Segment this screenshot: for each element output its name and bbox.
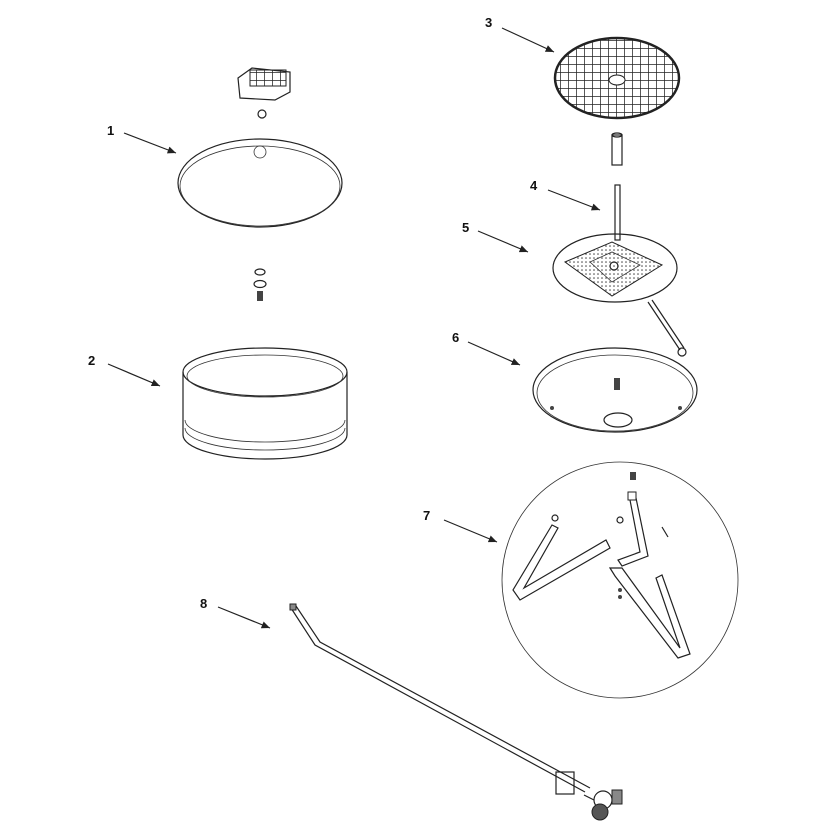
part-label-5: 5 xyxy=(462,220,469,235)
leg-assembly-icon xyxy=(512,472,691,659)
part-3-cooking-grate: 3 xyxy=(485,15,681,166)
leader-arrow-8 xyxy=(217,606,271,629)
part-5-burner-plate: 5 xyxy=(462,220,687,357)
gas-tube-and-valve-icon xyxy=(289,603,623,821)
part-label-3: 3 xyxy=(485,15,492,30)
lid-handle-icon xyxy=(237,67,291,119)
part-4-center-rod: 4 xyxy=(530,178,621,241)
center-rod-icon xyxy=(614,184,621,241)
burner-plate-icon xyxy=(552,233,687,357)
part-label-8: 8 xyxy=(200,596,207,611)
part-label-7: 7 xyxy=(423,508,430,523)
part-7-leg-assembly: 7 xyxy=(423,461,739,699)
leader-arrow-6 xyxy=(467,341,521,366)
part-label-2: 2 xyxy=(88,353,95,368)
leader-arrow-2 xyxy=(107,363,161,387)
part-8-gas-tube: 8 xyxy=(200,596,623,821)
lid-fasteners-icon xyxy=(253,268,267,301)
leader-arrow-1 xyxy=(123,132,177,154)
leader-arrow-4 xyxy=(547,189,601,211)
part-1-lid: 1 xyxy=(107,67,343,301)
part-label-6: 6 xyxy=(452,330,459,345)
leader-arrow-3 xyxy=(501,27,555,53)
lid-icon xyxy=(177,138,343,228)
grate-pin-icon xyxy=(611,132,623,166)
part-6-drip-pan: 6 xyxy=(452,330,698,433)
drip-pan-icon xyxy=(532,347,698,433)
detail-circle xyxy=(501,461,739,699)
part-label-1: 1 xyxy=(107,123,114,138)
cooking-grate-icon xyxy=(553,36,681,120)
bowl-ring-icon xyxy=(182,347,348,460)
leader-arrow-7 xyxy=(443,519,498,543)
part-2-bowl-ring: 2 xyxy=(88,347,348,460)
leader-arrow-5 xyxy=(477,230,529,253)
part-label-4: 4 xyxy=(530,178,538,193)
